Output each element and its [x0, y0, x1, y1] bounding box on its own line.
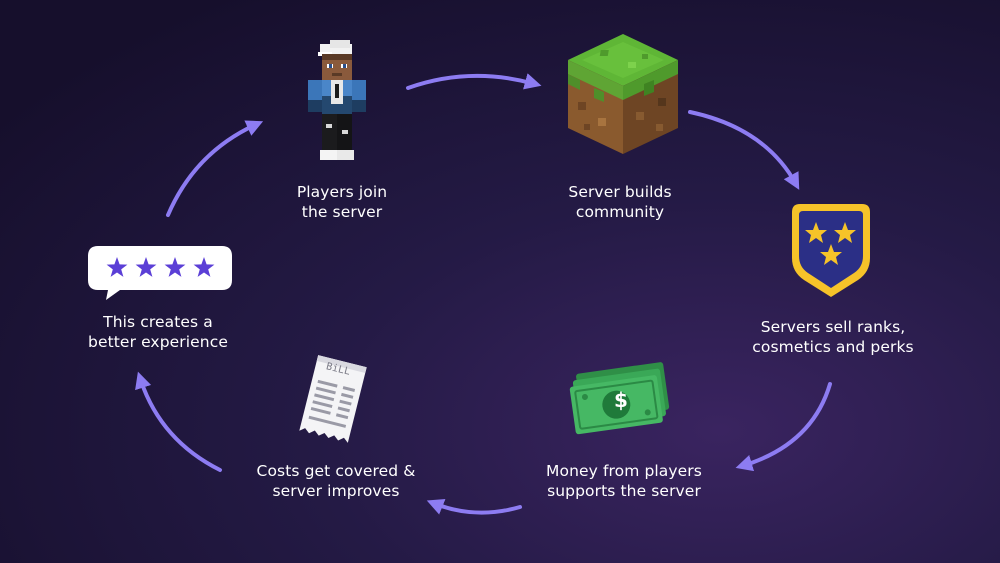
- money-currency-symbol: $: [613, 388, 629, 412]
- step-experience: This creates a better experience: [68, 312, 248, 352]
- grass-block-icon: [568, 34, 678, 154]
- step-server-builds-line1: Server builds: [568, 183, 672, 201]
- step-money-line2: supports the server: [547, 482, 701, 500]
- step-server-builds-line2: community: [575, 203, 665, 221]
- arrow-costs-to-experience: [135, 371, 222, 472]
- star-rating-icon: [88, 246, 232, 300]
- step-server-builds: Server builds community: [540, 182, 700, 222]
- step-players-join: Players join the server: [262, 182, 422, 222]
- arrow-join-to-community: [406, 73, 542, 90]
- step-money-line1: Money from players: [546, 462, 702, 480]
- step-costs: Costs get covered & server improves: [236, 461, 436, 501]
- arrow-ranks-to-money: [735, 382, 832, 472]
- step-experience-line2: better experience: [88, 333, 228, 351]
- rank-badge-icon: [792, 204, 870, 297]
- step-experience-line1: This creates a: [103, 313, 213, 331]
- step-players-join-line1: Players join: [296, 183, 388, 201]
- step-money: Money from players supports the server: [524, 461, 724, 501]
- arrow-community-to-ranks: [688, 110, 800, 190]
- player-avatar-icon: [308, 40, 366, 160]
- money-stack-icon: [569, 362, 670, 435]
- step-servers-sell-line1: Servers sell ranks,: [760, 318, 906, 336]
- arrow-money-to-costs: [426, 498, 522, 515]
- step-costs-line1: Costs get covered &: [256, 462, 416, 480]
- step-players-join-line2: the server: [301, 203, 383, 221]
- step-costs-line2: server improves: [272, 482, 400, 500]
- arrow-experience-to-join: [166, 120, 264, 217]
- step-servers-sell-line2: cosmetics and perks: [752, 338, 914, 356]
- bill-receipt-icon: [299, 355, 367, 443]
- step-servers-sell: Servers sell ranks, cosmetics and perks: [728, 317, 938, 357]
